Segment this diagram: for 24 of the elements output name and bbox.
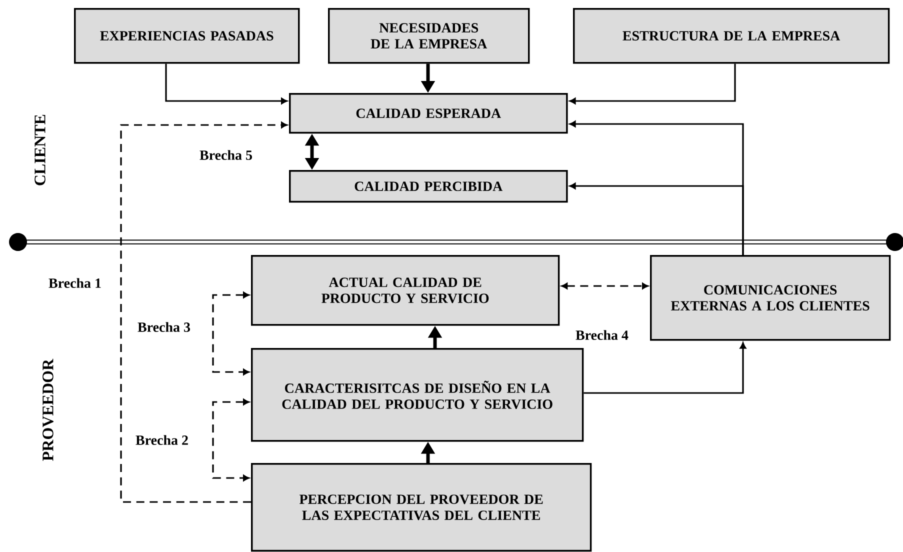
side-label: CLIENTE (34, 114, 46, 186)
edge-label: Brecha 3 (136, 320, 192, 334)
arrow (561, 282, 648, 290)
edge-label: Brecha 2 (134, 434, 190, 446)
arrow (165, 64, 288, 104)
edge-label: Brecha 1 (47, 276, 103, 290)
process-box: ACTUAL CALIDAD DE PRODUCTO Y SERVICIO (251, 255, 560, 326)
arrow (570, 64, 736, 104)
process-box: CALIDAD ESPERADA (289, 93, 568, 134)
process-box: CARACTERISITCAS DE DISEÑO EN LA CALIDAD DEL PRODUCTO Y SERVICIO (251, 348, 584, 442)
arrow (212, 292, 250, 376)
edge-label: Brecha 4 (574, 328, 630, 342)
arrow (570, 182, 744, 255)
process-box: ESTRUCTURA DE LA EMPRESA (573, 8, 890, 64)
edge-label: Brecha 5 (198, 148, 254, 162)
arrow (212, 398, 250, 482)
side-label: PROVEEDOR (42, 358, 54, 461)
arrow (120, 122, 288, 503)
process-box: NECESIDADES DE LA EMPRESA (328, 8, 530, 64)
process-box: PERCEPCION DEL PROVEEDOR DE LAS EXPECTATIVAS DEL CLIENTE (251, 463, 592, 552)
process-box: CALIDAD PERCIBIDA (289, 170, 568, 203)
process-box: COMUNICACIONES EXTERNAS A LOS CLIENTES (650, 255, 891, 341)
process-box: EXPERIENCIAS PASADAS (74, 8, 300, 64)
arrow (584, 342, 746, 394)
